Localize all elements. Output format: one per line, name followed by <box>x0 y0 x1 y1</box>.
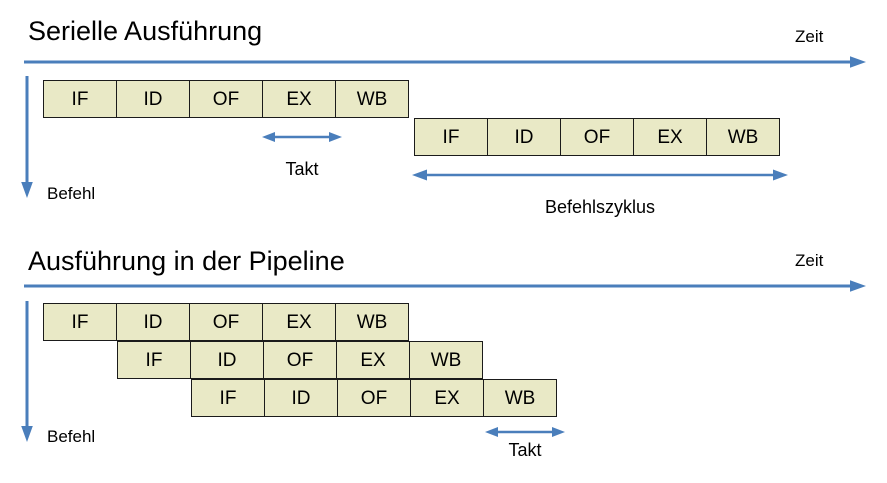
stage-box: ID <box>190 341 264 379</box>
pipeline-instruction-row-3: IF ID OF EX WB <box>191 379 557 417</box>
pipeline-time-axis-arrow <box>24 279 866 293</box>
stage-box: OF <box>189 80 263 118</box>
pipeline-instruction-axis-arrow <box>20 301 34 442</box>
serial-instruction-axis-arrow <box>20 76 34 198</box>
serial-clock-cycle-arrow <box>262 130 342 144</box>
stage-box: ID <box>116 80 190 118</box>
serial-section-title: Serielle Ausführung <box>28 16 263 46</box>
serial-instruction-row-1: IF ID OF EX WB <box>43 80 409 118</box>
stage-box: ID <box>487 118 561 156</box>
stage-box: EX <box>262 303 336 341</box>
serial-instruction-axis-label: Befehl <box>47 184 96 203</box>
serial-time-axis-label: Zeit <box>795 27 824 46</box>
stage-box: OF <box>189 303 263 341</box>
stage-box: EX <box>262 80 336 118</box>
stage-box: ID <box>116 303 190 341</box>
pipeline-instruction-axis-label: Befehl <box>47 427 96 446</box>
stage-box: OF <box>337 379 411 417</box>
stage-box: WB <box>335 80 409 118</box>
pipeline-time-axis-label: Zeit <box>795 251 824 270</box>
stage-box: OF <box>263 341 337 379</box>
stage-box: WB <box>409 341 483 379</box>
pipeline-section-title: Ausführung in der Pipeline <box>28 246 345 276</box>
stage-box: ID <box>264 379 338 417</box>
pipeline-instruction-row-2: IF ID OF EX WB <box>117 341 483 379</box>
stage-box: IF <box>43 80 117 118</box>
serial-instruction-row-2: IF ID OF EX WB <box>414 118 780 156</box>
stage-box: WB <box>483 379 557 417</box>
serial-time-axis-arrow <box>24 55 866 69</box>
pipeline-instruction-row-1: IF ID OF EX WB <box>43 303 409 341</box>
stage-box: EX <box>633 118 707 156</box>
stage-box: EX <box>336 341 410 379</box>
serial-clock-cycle-label: Takt <box>285 159 319 179</box>
stage-box: WB <box>335 303 409 341</box>
pipeline-clock-cycle-arrow <box>485 425 565 439</box>
stage-box: IF <box>191 379 265 417</box>
stage-box: WB <box>706 118 780 156</box>
serial-instruction-cycle-arrow <box>412 168 788 182</box>
stage-box: OF <box>560 118 634 156</box>
pipeline-clock-cycle-label: Takt <box>508 440 542 460</box>
stage-box: IF <box>43 303 117 341</box>
stage-box: IF <box>117 341 191 379</box>
serial-instruction-cycle-label: Befehlszyklus <box>544 197 656 217</box>
stage-box: IF <box>414 118 488 156</box>
stage-box: EX <box>410 379 484 417</box>
